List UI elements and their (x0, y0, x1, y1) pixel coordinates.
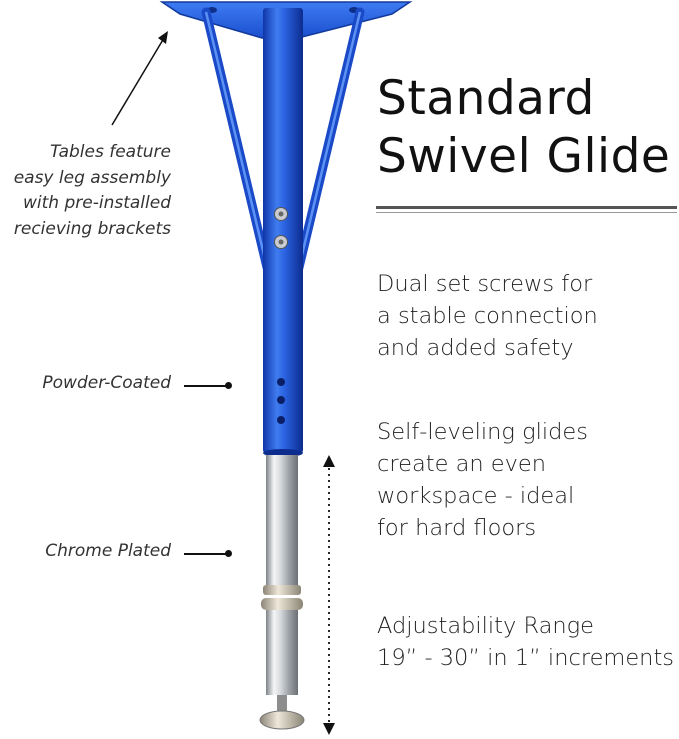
feature-line: Dual set screws for (377, 271, 593, 297)
chrome-plated-dot-icon (225, 550, 232, 557)
title-divider-thin (376, 212, 677, 213)
bracket-pointer-arrow-icon (111, 31, 168, 126)
note-line: recieving brackets (13, 218, 171, 239)
feature-line: workspace - ideal (377, 483, 575, 509)
feature-line: Self-leveling glides (377, 419, 588, 445)
feature-line: Adjustability Range (377, 613, 594, 639)
title-line-2: Swivel Glide (377, 129, 671, 184)
title-divider (376, 206, 677, 209)
feature-line: a stable connection (377, 303, 598, 329)
note-line: with pre-installed (23, 193, 171, 213)
feature-line: 19” - 30” in 1” increments (377, 645, 674, 671)
note-line: easy leg assembly (13, 167, 171, 188)
feature-line: create an even (377, 451, 547, 477)
chrome-plated-leader (184, 553, 228, 555)
feature-adjustability: Adjustability Range 19” - 30” in 1” incr… (377, 610, 674, 674)
powder-coated-label: Powder-Coated (42, 373, 171, 393)
powder-coated-tube (263, 8, 303, 457)
product-title: Standard Swivel Glide (377, 70, 670, 186)
title-line-1: Standard (377, 71, 595, 126)
chrome-plated-tube (261, 455, 303, 695)
powder-coated-leader (184, 385, 228, 387)
feature-self-leveling: Self-leveling glides create an even work… (377, 416, 588, 544)
leg-braces (201, 7, 365, 285)
set-screws (274, 207, 288, 424)
note-line: Tables feature (49, 142, 171, 162)
adjustability-range-arrow-icon (323, 455, 335, 735)
feature-set-screws: Dual set screws for a stable connection … (377, 268, 598, 364)
feature-line: and added safety (377, 335, 574, 361)
powder-coated-dot-icon (225, 382, 232, 389)
feature-line: for hard floors (377, 515, 537, 541)
chrome-plated-label: Chrome Plated (45, 541, 171, 561)
assembly-note: Tables feature easy leg assembly with pr… (0, 140, 171, 242)
swivel-glide-foot (259, 695, 305, 730)
